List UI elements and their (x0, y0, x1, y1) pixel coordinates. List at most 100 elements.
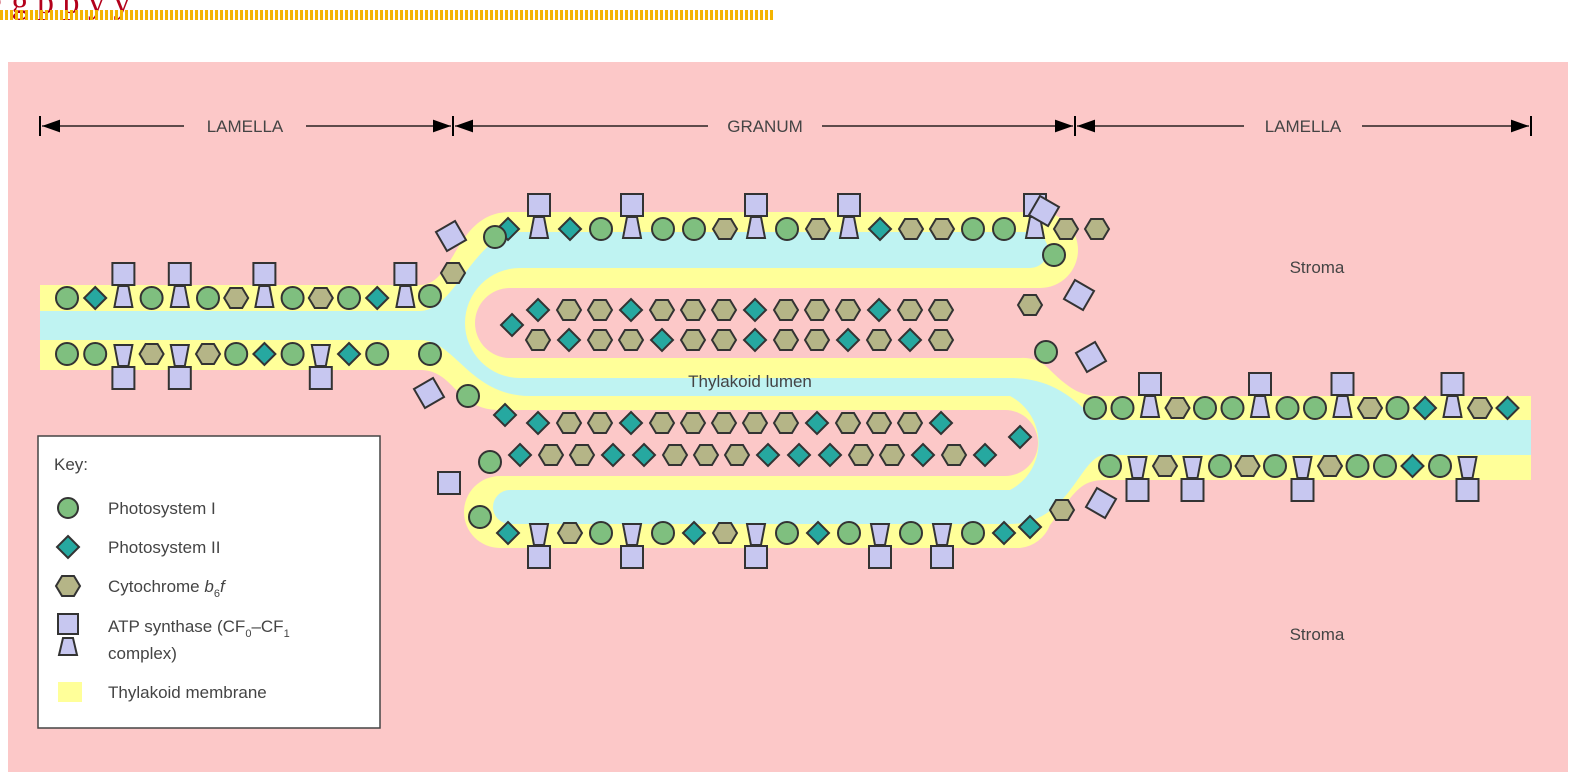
photosystem-i (652, 218, 674, 240)
atp-synthase-cf0 (171, 345, 189, 366)
cytochrome-b6f (1468, 398, 1492, 418)
key-ps2-label: Photosystem II (108, 538, 220, 557)
cytochrome-b6f (774, 300, 798, 320)
atp-synthase-cf1 (931, 546, 953, 568)
photosystem-i (1429, 455, 1451, 477)
atp-synthase-cf0 (623, 217, 641, 238)
cytochrome-b6f (619, 330, 643, 350)
atp-synthase-cf1 (394, 263, 416, 285)
cytochrome-b6f (309, 288, 333, 308)
photosystem-i (1043, 244, 1065, 266)
photosystem-ii (651, 329, 673, 351)
cytochrome-b6f (1153, 456, 1177, 476)
atp-synthase-cf1 (838, 194, 860, 216)
atp-synthase-cf0 (530, 524, 548, 545)
stroma-bottom-label: Stroma (1290, 625, 1345, 644)
atp-synthase-cf1 (1332, 373, 1354, 395)
photosystem-ii (1009, 426, 1031, 448)
cytochrome-b6f (725, 445, 749, 465)
cytochrome-b6f (557, 413, 581, 433)
atp-synthase-cf1 (1182, 479, 1204, 501)
cytochrome-b6f (1318, 456, 1342, 476)
atp-synthase-cf0 (1141, 396, 1159, 417)
photosystem-i (1387, 397, 1409, 419)
key-ps1-label: Photosystem I (108, 499, 216, 518)
cytochrome-b6f (570, 445, 594, 465)
photosystem-ii (819, 444, 841, 466)
photosystem-i (282, 343, 304, 365)
atp-synthase-cf1 (1086, 488, 1116, 518)
cytochrome-b6f (774, 330, 798, 350)
photosystem-i (652, 522, 674, 544)
photosystem-i (1264, 455, 1286, 477)
cytochrome-b6f (588, 300, 612, 320)
cytochrome-b6f (713, 219, 737, 239)
atp-synthase-cf1 (1127, 479, 1149, 501)
photosystem-ii (868, 299, 890, 321)
photosystem-ii (744, 329, 766, 351)
cytochrome-b6f (713, 523, 737, 543)
photosystem-i (84, 343, 106, 365)
ps1-key-icon (58, 498, 78, 518)
atp-synthase-cf0 (114, 286, 132, 307)
cytochrome-b6f (712, 413, 736, 433)
cytochrome-b6f (140, 344, 164, 364)
region-brackets: LAMELLA GRANUM LAMELLA (40, 116, 1531, 136)
cytochrome-b6f (805, 330, 829, 350)
atp-synthase-cf0 (1334, 396, 1352, 417)
photosystem-i (1374, 455, 1396, 477)
stroma-top-label: Stroma (1290, 258, 1345, 277)
photosystem-i (993, 218, 1015, 240)
photosystem-ii (633, 444, 655, 466)
atp-synthase-cf1 (1442, 373, 1464, 395)
key-atp-line2: complex) (108, 644, 177, 663)
atp-synthase-cf0 (530, 217, 548, 238)
cytochrome-b6f (588, 413, 612, 433)
photosystem-i (590, 218, 612, 240)
cytochrome-b6f (867, 330, 891, 350)
photosystem-i (590, 522, 612, 544)
lumen-label: Thylakoid lumen (688, 372, 812, 391)
photosystem-i (56, 287, 78, 309)
cytochrome-b6f (588, 330, 612, 350)
photosystem-i (338, 287, 360, 309)
atp-synthase-cf1 (438, 472, 460, 494)
cytochrome-b6f (774, 413, 798, 433)
photosystem-i (1112, 397, 1134, 419)
photosystem-i (1277, 397, 1299, 419)
atp-synthase-cf1 (1457, 479, 1479, 501)
cytochrome-b6f (1236, 456, 1260, 476)
atp-synthase-cf0 (747, 217, 765, 238)
photosystem-ii (930, 412, 952, 434)
atp-synthase-cf0 (1251, 396, 1269, 417)
photosystem-ii (620, 412, 642, 434)
cytochrome-b6f (805, 300, 829, 320)
lamella-left-label: LAMELLA (207, 117, 284, 136)
atp-synthase-cf0 (1294, 457, 1312, 478)
photosystem-ii (788, 444, 810, 466)
cytochrome-b6f (558, 523, 582, 543)
photosystem-i (469, 506, 491, 528)
photosystem-i (838, 522, 860, 544)
cytochrome-b6f (224, 288, 248, 308)
photosystem-i (683, 218, 705, 240)
atp-synthase-cf1 (112, 263, 134, 285)
photosystem-ii (744, 299, 766, 321)
photosystem-ii (602, 444, 624, 466)
cytochrome-b6f (806, 219, 830, 239)
atp-synthase-cf0 (933, 524, 951, 545)
cytochrome-b6f (650, 300, 674, 320)
atp-synthase-cf0 (171, 286, 189, 307)
atp-synthase-cf0 (1444, 396, 1462, 417)
atp-synthase-cf1 (621, 546, 643, 568)
atp-synthase-cf0 (840, 217, 858, 238)
photosystem-i (776, 218, 798, 240)
photosystem-i (225, 343, 247, 365)
key-legend: Key: Photosystem I Photosystem II Cytoch… (38, 436, 380, 728)
photosystem-i (1304, 397, 1326, 419)
atp-synthase-cf1 (745, 194, 767, 216)
photosystem-i (419, 343, 441, 365)
photosystem-i (282, 287, 304, 309)
membrane-key-swatch (58, 682, 82, 702)
cytochrome-b6f (836, 413, 860, 433)
